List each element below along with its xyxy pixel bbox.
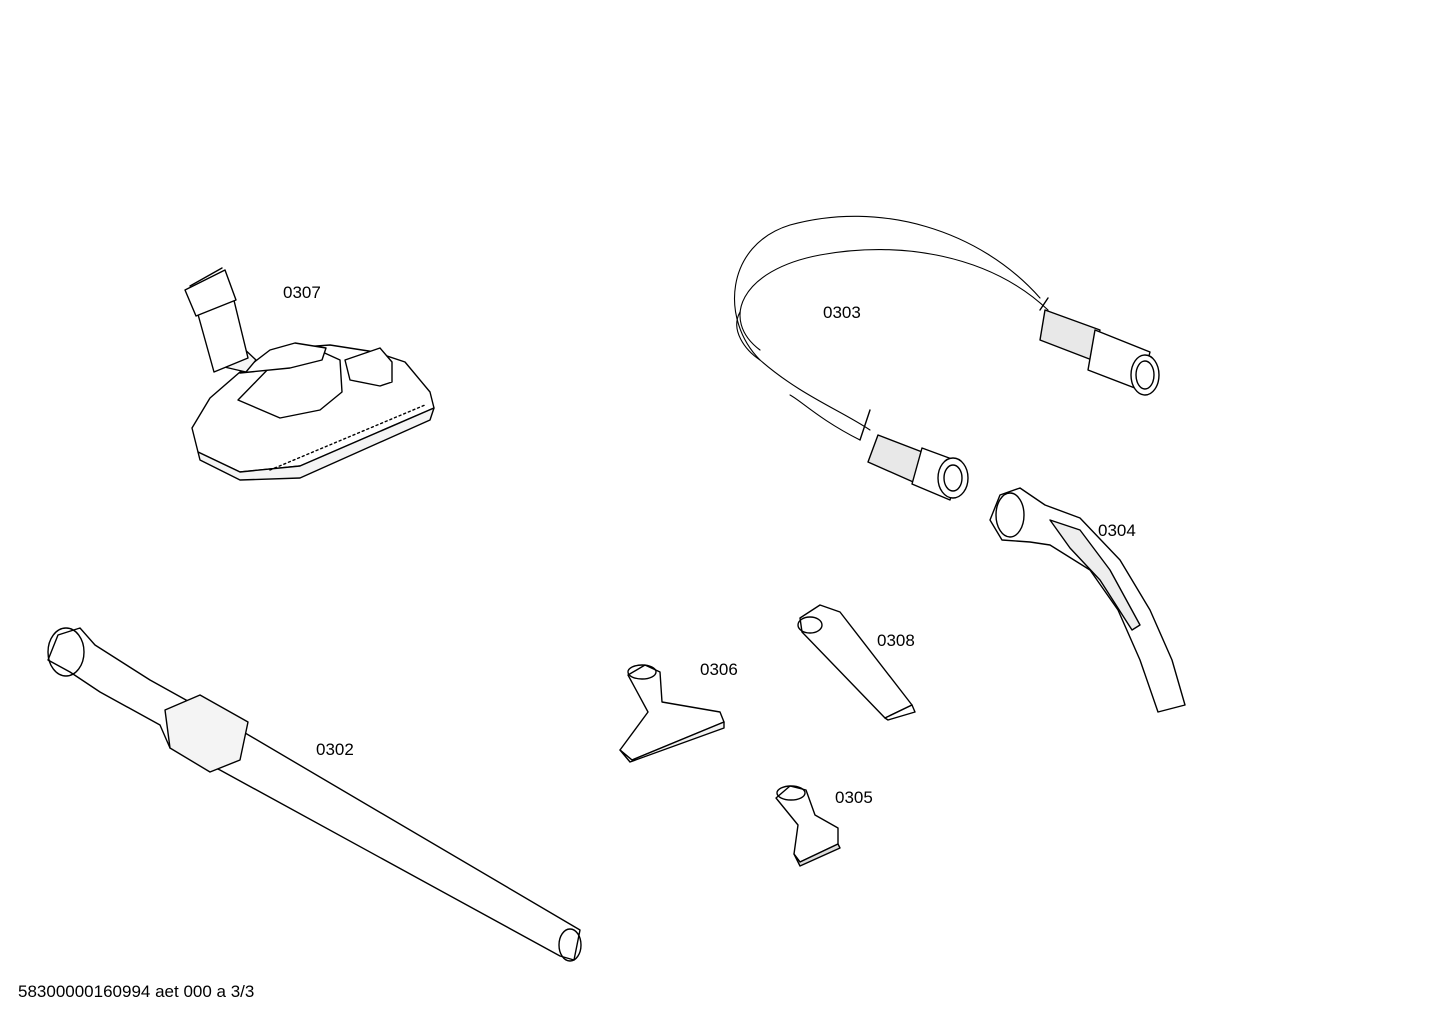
part-label-0308: 0308 [877, 631, 915, 650]
part-label-0302: 0302 [316, 740, 354, 759]
part-label-0303: 0303 [823, 303, 861, 322]
telescopic-tube-part [47, 627, 582, 962]
hose-end-left-part [859, 409, 969, 501]
part-label-0305: 0305 [835, 788, 873, 807]
suction-hose-part [734, 215, 1049, 441]
crevice-tool-part [797, 604, 916, 721]
hose-end-right-part [1039, 297, 1160, 396]
part-label-0304: 0304 [1098, 521, 1136, 540]
part-label-0307: 0307 [283, 283, 321, 302]
document-footer-id: 58300000160994 aet 000 a 3/3 [18, 982, 255, 1001]
part-label-0306: 0306 [700, 660, 738, 679]
dusting-brush-part [775, 785, 841, 867]
upholstery-tool-part [619, 664, 725, 763]
handle-part [989, 487, 1186, 713]
floor-nozzle-part [184, 267, 435, 481]
